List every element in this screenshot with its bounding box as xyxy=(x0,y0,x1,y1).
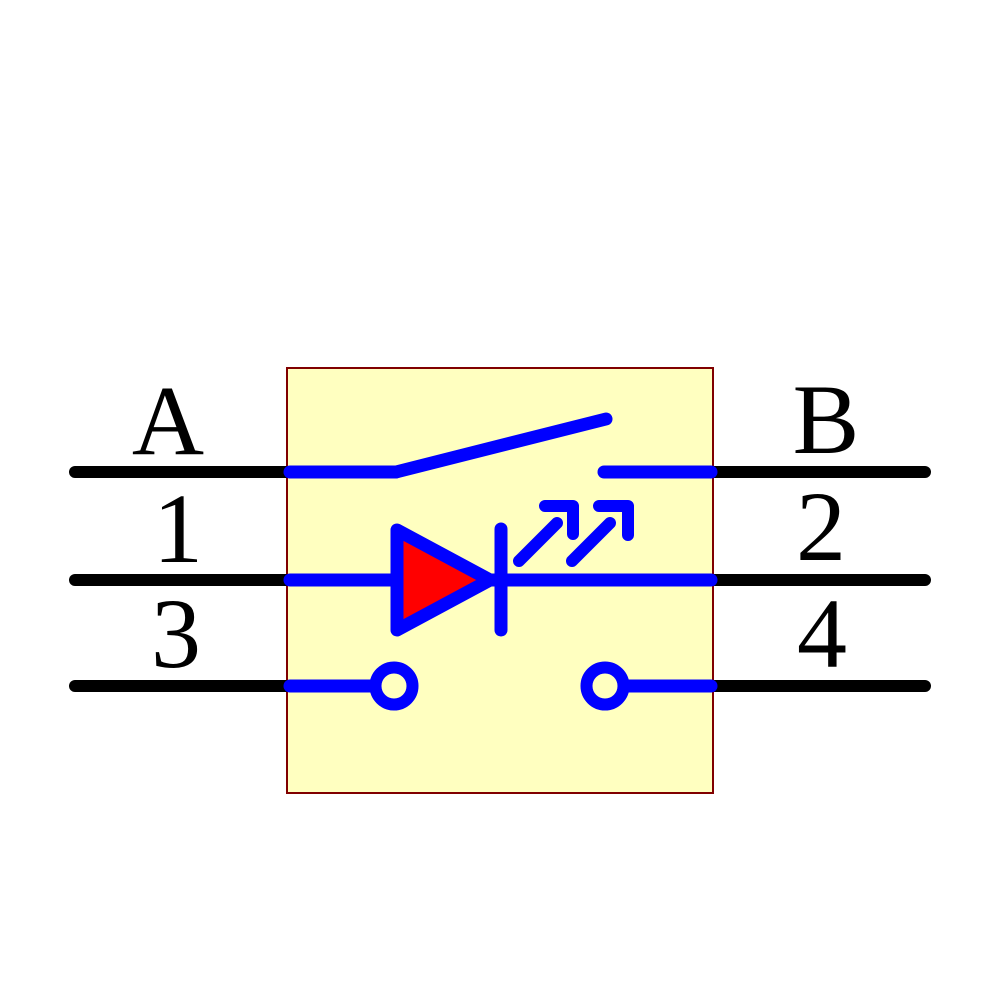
pin-label-2: 2 xyxy=(796,471,846,582)
port-wires-right xyxy=(707,466,931,692)
led-emission-arrow-2 xyxy=(566,500,634,567)
led-triangle xyxy=(390,523,497,637)
pin-label-4: 4 xyxy=(797,578,847,689)
led-arrow-2-shaft xyxy=(566,517,616,567)
switch-symbol xyxy=(283,412,718,479)
port-wires-left xyxy=(69,466,293,692)
pin-label-1: 1 xyxy=(153,473,203,584)
pin-labels: A B 1 2 3 4 xyxy=(132,364,859,689)
led-arrow-1-shaft xyxy=(513,517,563,567)
led-emission-arrow-1 xyxy=(513,500,579,567)
led-arrow-2-head xyxy=(593,500,634,541)
pin-label-3: 3 xyxy=(151,578,201,689)
led-arrow-1-head xyxy=(539,500,579,540)
contact-circle-left xyxy=(369,661,419,711)
pin-label-b: B xyxy=(793,364,860,475)
pin-label-a: A xyxy=(132,365,204,476)
contact-symbol xyxy=(283,661,718,711)
led-symbol xyxy=(283,500,718,637)
switch-blade xyxy=(389,412,613,479)
